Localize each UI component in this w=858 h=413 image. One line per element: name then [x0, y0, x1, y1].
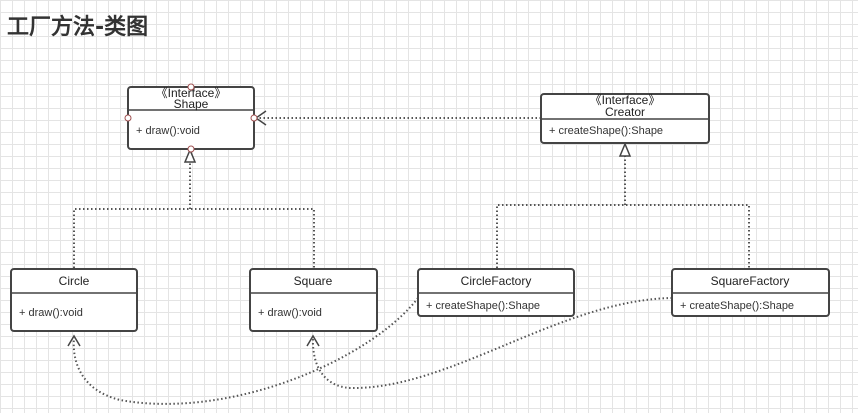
stereotype: 《Interface》: [590, 93, 661, 107]
class-name: Circle: [59, 274, 90, 288]
open-arrow-icon: [67, 334, 81, 347]
class-name: SquareFactory: [711, 274, 790, 288]
method: + draw():void: [19, 307, 83, 319]
dependency-creator-shape[interactable]: [254, 110, 541, 126]
realization-creator[interactable]: [496, 142, 750, 268]
class-circle[interactable]: Circle + draw():void: [10, 268, 138, 332]
class-name: Square: [294, 274, 333, 288]
method: + createShape():Shape: [426, 300, 540, 312]
open-arrow-icon: [306, 334, 320, 347]
hollow-triangle-icon: [618, 142, 632, 157]
dependency-circlefactory-circle[interactable]: [67, 297, 419, 405]
class-shape[interactable]: 《Interface》 Shape + draw():void: [124, 83, 258, 153]
class-name: Shape: [174, 97, 209, 111]
method: + draw():void: [136, 125, 200, 137]
method: + createShape():Shape: [549, 125, 663, 137]
connection-ports[interactable]: [124, 83, 258, 153]
stereotype: 《Interface》: [156, 86, 227, 100]
class-circle-factory[interactable]: CircleFactory + createShape():Shape: [417, 268, 575, 317]
class-creator[interactable]: 《Interface》 Creator + createShape():Shap…: [540, 93, 710, 144]
method: + createShape():Shape: [680, 300, 794, 312]
class-square[interactable]: Square + draw():void: [249, 268, 378, 332]
realization-shape[interactable]: [73, 148, 315, 268]
class-square-factory[interactable]: SquareFactory + createShape():Shape: [671, 268, 830, 317]
hollow-triangle-icon: [183, 148, 197, 163]
dependency-squarefactory-square[interactable]: [306, 297, 673, 390]
diagram-title: 工厂方法-类图: [7, 15, 149, 40]
class-name: CircleFactory: [461, 274, 532, 288]
class-name: Creator: [605, 105, 645, 119]
method: + draw():void: [258, 307, 322, 319]
